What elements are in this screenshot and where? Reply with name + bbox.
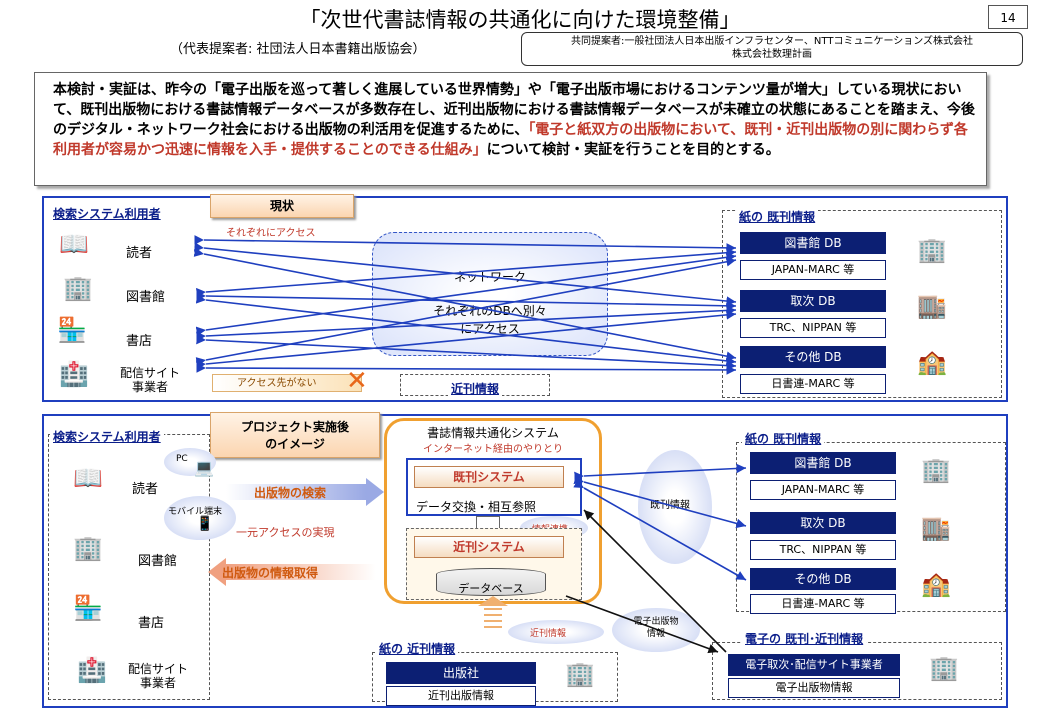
- intro-text-2: について検討・実証を行うことを目的とする。: [486, 142, 780, 158]
- current-user-reader: 読者: [126, 246, 153, 261]
- current-upcoming-label: 近刊情報: [448, 380, 503, 397]
- intro-text-red: 「電子と紙双方の出版物において、既刊・近刊出版物の別に関わらず各利用者が容易かつ…: [53, 122, 968, 158]
- future-user-library: 図書館: [138, 554, 178, 569]
- acquire-arrow-body: [226, 564, 376, 580]
- future-db-other: その他 DB: [750, 568, 896, 590]
- mobile-label: モバイル端末: [168, 507, 223, 517]
- intro-text-1: 本検討・実証は、昨今の「電子出版を巡って著しく進展している世界情勢」や「電子出版…: [53, 82, 975, 138]
- search-arrow-body: [226, 484, 366, 500]
- distribution-site-icon: 🏥: [77, 656, 107, 684]
- future-db-distributor-sub: TRC、NIPPAN 等: [750, 540, 896, 560]
- current-db-other: その他 DB: [740, 346, 886, 368]
- data-exchange-label: データ交換・相互参照: [416, 500, 537, 514]
- future-panel: [42, 414, 1008, 708]
- reader-icon: 📖: [59, 230, 89, 258]
- electronic-head: 電子取次･配信サイト事業者: [728, 654, 900, 676]
- current-db-distributor: 取次 DB: [740, 290, 886, 312]
- reader-icon: 📖: [73, 464, 103, 492]
- future-users-label: 検索システム利用者: [50, 428, 164, 445]
- library-building-icon: 🏢: [63, 274, 93, 302]
- electronic-sub: 電子出版物情報: [728, 678, 900, 698]
- building-icon: 🏫: [921, 570, 951, 598]
- building-icon: 🏢: [921, 456, 951, 484]
- co-proposers-line1: 共同提案者:一般社団法人日本出版インフラセンター、NTTコミュニケーションズ株式…: [570, 36, 974, 47]
- bookstore-icon: 🏪: [57, 316, 87, 344]
- current-tag: 現状: [210, 194, 354, 218]
- current-user-bookstore: 書店: [126, 334, 153, 349]
- bookstore-icon: 🏪: [73, 594, 103, 622]
- building-icon: 🏬: [917, 292, 947, 320]
- future-tag: プロジェクト実施後 のイメージ: [210, 412, 380, 458]
- upcoming-up-arrow: [484, 604, 502, 630]
- building-icon: 🏬: [921, 514, 951, 542]
- unified-access-label: 一元アクセスの実現: [236, 526, 335, 539]
- building-icon: 🏢: [917, 236, 947, 264]
- publisher-sub: 近刊出版情報: [386, 686, 536, 706]
- published-system: 既刊システム: [414, 466, 564, 488]
- paper-upcoming-label: 紙の 近刊情報: [376, 640, 459, 657]
- upcoming-up-arrow-head: [478, 596, 508, 606]
- library-building-icon: 🏢: [73, 534, 103, 562]
- future-tag-line2: のイメージ: [265, 437, 325, 451]
- current-paper-label: 紙の 既刊情報: [736, 208, 819, 225]
- current-db-library-sub: JAPAN-MARC 等: [740, 260, 886, 280]
- future-db-distributor: 取次 DB: [750, 512, 896, 534]
- future-paper-label: 紙の 既刊情報: [742, 430, 825, 447]
- future-db-library: 図書館 DB: [750, 452, 896, 474]
- electronic-label: 電子の 既刊･近刊情報: [742, 630, 867, 647]
- co-proposers-box: 共同提案者:一般社団法人日本出版インフラセンター、NTTコミュニケーションズ株式…: [521, 32, 1023, 66]
- upcoming-info-bubble: [508, 620, 604, 644]
- common-system-title: 書誌情報共通化システム: [427, 426, 559, 440]
- current-db-distributor-sub: TRC、NIPPAN 等: [740, 318, 886, 338]
- upcoming-system: 近刊システム: [414, 536, 564, 558]
- page-title: 「次世代書誌情報の共通化に向けた環境整備」: [299, 8, 741, 32]
- building-icon: 🏫: [917, 348, 947, 376]
- current-each-access: それぞれにアクセス: [226, 228, 316, 239]
- current-state-panel: [42, 196, 1008, 402]
- building-icon: 🏢: [565, 660, 595, 688]
- future-tag-line1: プロジェクト実施後: [240, 420, 349, 434]
- current-users-label: 検索システム利用者: [50, 205, 164, 222]
- search-label: 出版物の検索: [254, 486, 327, 500]
- future-user-distributor: 配信サイト 事業者: [128, 662, 189, 690]
- future-db-library-sub: JAPAN-MARC 等: [750, 480, 896, 500]
- common-system-subtitle: インターネット経由のやりとり: [423, 444, 563, 455]
- current-db-library: 図書館 DB: [740, 232, 886, 254]
- ebook-info-label: 電子出版物 情報: [633, 617, 679, 639]
- co-proposers-line2: 株式会社数理計画: [732, 49, 812, 60]
- distribution-site-icon: 🏥: [59, 360, 89, 388]
- page-number: 14: [988, 5, 1028, 29]
- presenter: （代表提案者: 社団法人日本書籍出版協会）: [170, 42, 426, 57]
- mobile-phone-icon: 📱: [196, 516, 214, 532]
- acquire-label: 出版物の情報取得: [222, 566, 319, 580]
- current-user-library: 図書館: [126, 290, 166, 305]
- pc-label: PC: [176, 454, 188, 464]
- current-user-distributor: 配信サイト 事業者: [120, 366, 181, 394]
- database-label: データベース: [458, 582, 524, 595]
- future-user-reader: 読者: [132, 482, 159, 497]
- acquire-arrow-head: [208, 558, 226, 586]
- building-icon: 🏢: [929, 654, 959, 682]
- search-arrow-head: [366, 478, 384, 506]
- mobile-bubble: [164, 496, 236, 540]
- intro-text-box: 本検討・実証は、昨今の「電子出版を巡って著しく進展している世界情勢」や「電子出版…: [34, 72, 987, 186]
- upcoming-info-arrow-label: 近刊情報: [530, 629, 567, 639]
- future-user-bookstore: 書店: [138, 616, 165, 631]
- publisher-head: 出版社: [386, 662, 536, 684]
- pc-bubble: [164, 448, 216, 476]
- current-db-other-sub: 日書連-MARC 等: [740, 374, 886, 394]
- future-db-other-sub: 日書連-MARC 等: [750, 594, 896, 614]
- database-icon: データベース: [436, 568, 546, 596]
- pc-icon: 💻: [194, 458, 214, 477]
